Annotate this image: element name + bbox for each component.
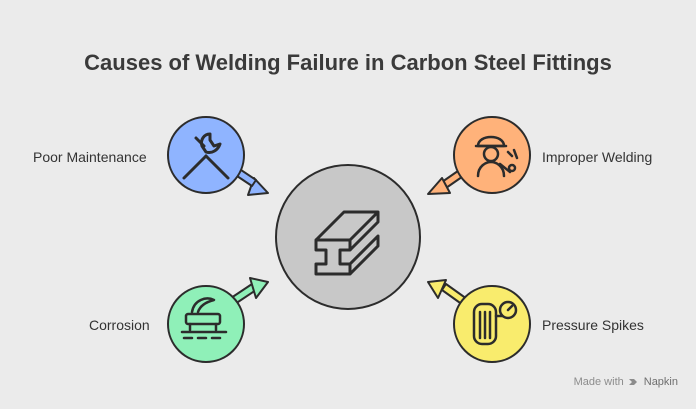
corrosion-icon (180, 297, 228, 340)
cause-label-improper-welding: Improper Welding (542, 149, 653, 165)
welder-worker-icon (474, 135, 519, 178)
napkin-brand-text: Napkin (643, 376, 678, 388)
made-with-napkin-badge[interactable]: Made with Napkin (574, 376, 678, 388)
cause-improper-welding (427, 116, 531, 195)
arrow-corrosion (249, 277, 269, 299)
cause-label-poor-maintenance: Poor Maintenance (33, 149, 147, 165)
cause-pressure-spikes (427, 279, 531, 363)
cause-label-corrosion: Corrosion (89, 317, 150, 333)
diagram-title: Causes of Welding Failure in Carbon Stee… (84, 50, 612, 75)
napkin-logo-icon (628, 379, 637, 385)
center-node (275, 164, 421, 310)
arrow-pressure-spikes (427, 279, 447, 299)
cause-corrosion (167, 277, 269, 363)
steel-i-beam-icon (314, 210, 380, 276)
arrow-improper-welding (427, 177, 451, 195)
made-with-text: Made with (573, 376, 624, 388)
pressure-gauge-icon (472, 300, 518, 346)
cause-poor-maintenance (167, 116, 269, 196)
cause-label-pressure-spikes: Pressure Spikes (542, 317, 644, 333)
wrench-icon (182, 132, 230, 180)
